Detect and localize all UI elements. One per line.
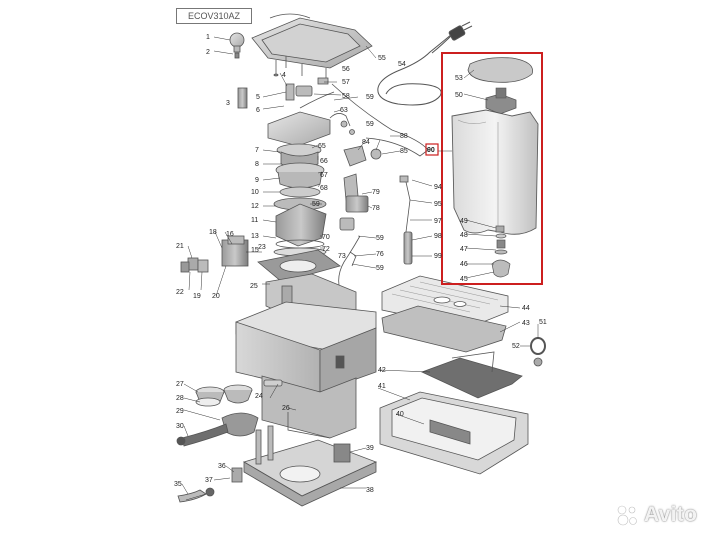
avito-logo-icon	[617, 505, 637, 526]
callout-79: 79	[372, 189, 380, 196]
callout-72: 72	[322, 246, 330, 253]
leader-lines	[181, 36, 539, 501]
callout-37: 37	[205, 477, 213, 484]
callout-49: 49	[460, 218, 468, 225]
callout-27: 27	[176, 381, 184, 388]
callout-63: 63	[340, 107, 348, 114]
callout-48: 48	[460, 232, 468, 239]
callout-9: 9	[255, 177, 259, 184]
callout-7: 7	[255, 147, 259, 154]
callout-67: 67	[320, 172, 328, 179]
callout-13: 13	[251, 233, 259, 240]
callout-99: 99	[434, 253, 442, 260]
callout-30: 30	[176, 423, 184, 430]
callout-28: 28	[176, 395, 184, 402]
callout-97: 97	[434, 218, 442, 225]
callout-20: 20	[212, 293, 220, 300]
callout-21: 21	[176, 243, 184, 250]
callout-78: 78	[372, 205, 380, 212]
callout-55: 55	[378, 55, 386, 62]
callout-88: 88	[400, 133, 408, 140]
callout-22: 22	[176, 289, 184, 296]
callout-23: 23	[258, 244, 266, 251]
callout-15: 15	[251, 247, 259, 254]
machine-base	[177, 425, 378, 507]
callout-12: 12	[251, 203, 259, 210]
avito-watermark: Avito	[614, 500, 710, 530]
callout-43: 43	[522, 320, 530, 327]
callout-59-c: 59	[312, 201, 320, 208]
callout-42: 42	[378, 367, 386, 374]
callout-35: 35	[174, 481, 182, 488]
callout-25: 25	[250, 283, 258, 290]
callout-45: 45	[460, 276, 468, 283]
callout-6: 6	[256, 107, 260, 114]
callout-59-a: 59	[366, 94, 374, 101]
callout-46: 46	[460, 261, 468, 268]
callout-57: 57	[342, 79, 350, 86]
callout-16: 16	[226, 231, 234, 238]
callout-58: 58	[342, 93, 350, 100]
callout-5: 5	[256, 94, 260, 101]
model-label: ECOV310AZ	[176, 8, 252, 24]
callout-84: 84	[362, 139, 370, 146]
callout-41: 41	[378, 383, 386, 390]
callout-76: 76	[376, 251, 384, 258]
callout-40: 40	[396, 411, 404, 418]
callout-90-highlight	[425, 143, 439, 156]
callout-1: 1	[206, 34, 210, 41]
callout-68: 68	[320, 185, 328, 192]
boiler-assembly	[267, 111, 331, 257]
callout-56: 56	[342, 66, 350, 73]
highlight-frame	[441, 52, 543, 285]
callout-85: 85	[400, 148, 408, 155]
callout-44: 44	[522, 305, 530, 312]
callout-95: 95	[434, 201, 442, 208]
callout-38: 38	[366, 487, 374, 494]
callout-65: 65	[318, 143, 326, 150]
watermark-text: Avito	[644, 503, 698, 526]
callout-3: 3	[226, 100, 230, 107]
cup-warmer-tray	[251, 13, 373, 83]
callout-10: 10	[251, 189, 259, 196]
callout-4: 4	[282, 72, 286, 79]
callout-11: 11	[251, 217, 258, 224]
callout-26: 26	[282, 405, 290, 412]
power-cord	[377, 21, 473, 106]
water-tank-group	[441, 52, 543, 285]
callout-59-d: 59	[376, 235, 384, 242]
thermostat-block	[180, 235, 249, 273]
filters-and-portafilter	[176, 384, 259, 447]
callout-54: 54	[398, 61, 406, 68]
callout-50: 50	[455, 92, 463, 99]
knob-part	[229, 32, 248, 109]
callout-90: 90	[427, 147, 435, 154]
callout-59-e: 59	[376, 265, 384, 272]
callout-19: 19	[193, 293, 201, 300]
heating-base-plate	[257, 249, 341, 283]
callout-29: 29	[176, 408, 184, 415]
callout-2: 2	[206, 49, 210, 56]
callout-53: 53	[455, 75, 463, 82]
drip-tray-assembly	[379, 275, 546, 475]
callout-numbers: 1 2 3 4 5 6 7 8 9 10 11 12 13 14 15 16 1…	[174, 34, 547, 494]
callout-70: 70	[322, 234, 330, 241]
callout-47: 47	[460, 246, 468, 253]
callout-73: 73	[338, 253, 346, 260]
callout-51: 51	[539, 319, 547, 326]
callout-59-b: 59	[366, 121, 374, 128]
callout-24: 24	[255, 393, 263, 400]
callout-94: 94	[434, 184, 442, 191]
callout-52: 52	[512, 343, 520, 350]
callout-66: 66	[320, 158, 328, 165]
callout-39: 39	[366, 445, 374, 452]
callout-18: 18	[209, 229, 217, 236]
callout-98: 98	[434, 233, 442, 240]
callout-36: 36	[218, 463, 226, 470]
callout-8: 8	[255, 161, 259, 168]
machine-body	[235, 273, 377, 439]
pump-and-valves	[331, 83, 429, 291]
